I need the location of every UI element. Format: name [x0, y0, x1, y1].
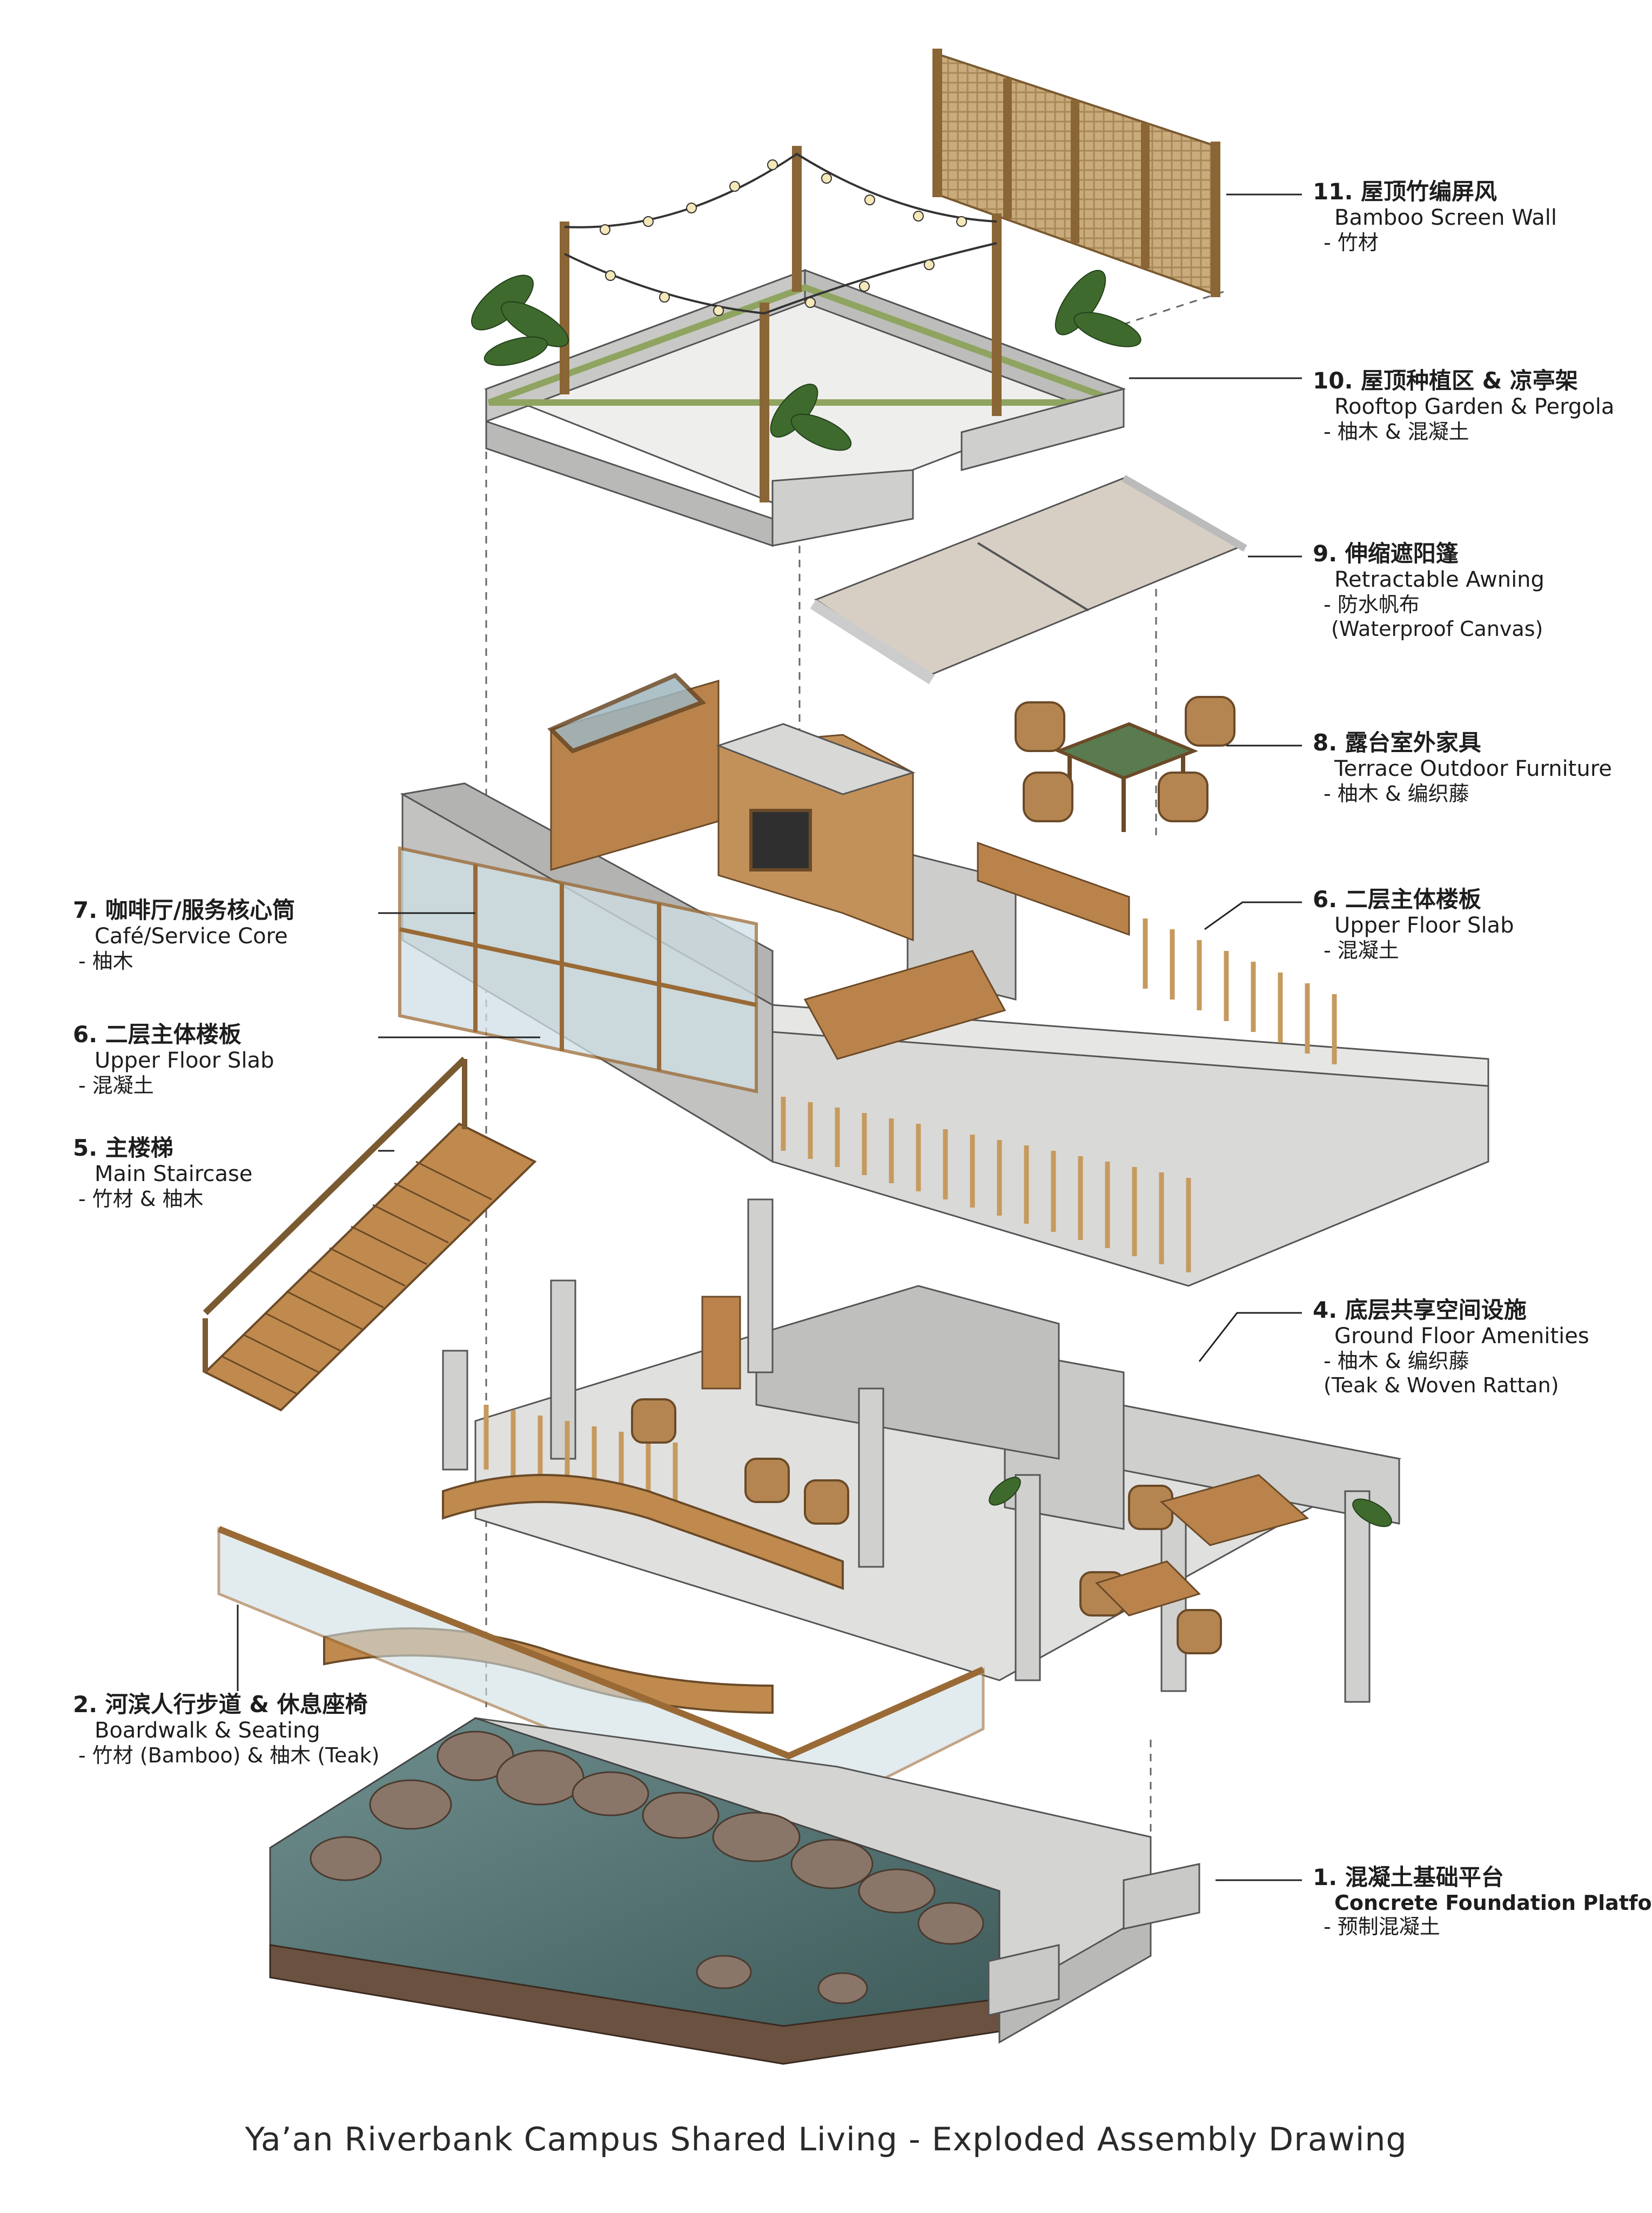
bamboo-screen-wall — [932, 49, 1220, 297]
label-main-staircase: 5. 主楼梯 Main Staircase - 竹材 & 柚木 — [73, 1135, 252, 1211]
label-zh: 6. 二层主体楼板 — [1313, 886, 1481, 913]
label-material-detail: (Waterproof Canvas) — [1331, 616, 1543, 641]
main-staircase — [203, 1056, 537, 1412]
retractable-awning — [810, 474, 1247, 685]
label-zh: 2. 河滨人行步道 & 休息座椅 — [73, 1691, 368, 1718]
concrete-foundation-platform — [269, 1717, 1200, 2065]
label-en: Boardwalk & Seating — [95, 1718, 320, 1743]
label-zh: 6. 二层主体楼板 — [73, 1021, 241, 1048]
label-material: - 竹材 (Bamboo) & 柚木 (Teak) — [78, 1743, 380, 1767]
label-en: Ground Floor Amenities — [1334, 1323, 1589, 1349]
label-en: Main Staircase — [95, 1161, 253, 1186]
terrace-outdoor-furniture — [1015, 696, 1235, 832]
label-zh: 5. 主楼梯 — [73, 1135, 173, 1161]
label-material: - 预制混凝土 — [1324, 1915, 1440, 1939]
label-terrace-outdoor-furniture: 8. 露台室外家具 Terrace Outdoor Furniture - 柚木… — [1313, 729, 1612, 806]
label-ground-floor-amenities: 4. 底层共享空间设施 Ground Floor Amenities - 柚木 … — [1313, 1297, 1589, 1397]
label-material: - 柚木 & 混凝土 — [1324, 419, 1469, 444]
label-upper-floor-slab-left: 6. 二层主体楼板 Upper Floor Slab - 混凝土 — [73, 1021, 274, 1098]
label-zh: 10. 屋顶种植区 & 凉亭架 — [1313, 367, 1578, 394]
label-upper-floor-slab-right: 6. 二层主体楼板 Upper Floor Slab - 混凝土 — [1313, 886, 1514, 963]
label-en: Retractable Awning — [1334, 567, 1544, 592]
label-boardwalk-seating: 2. 河滨人行步道 & 休息座椅 Boardwalk & Seating - 竹… — [73, 1691, 379, 1768]
label-material: - 柚木 — [78, 949, 133, 973]
label-material: - 柚木 & 编织藤 — [1324, 781, 1469, 806]
label-en: Upper Floor Slab — [95, 1048, 274, 1073]
leader-lines — [237, 193, 1302, 1881]
label-bamboo-screen-wall: 11. 屋顶竹编屏风 Bamboo Screen Wall - 竹材 — [1313, 178, 1557, 255]
label-concrete-foundation-platform: 1. 混凝土基础平台 Concrete Foundation Platform)… — [1313, 1864, 1652, 1939]
label-cafe-service-core: 7. 咖啡厅/服务核心筒 Café/Service Core - 柚木 — [73, 897, 295, 974]
label-material: - 竹材 — [1324, 230, 1379, 254]
drawing-caption: Ya’an Riverbank Campus Shared Living - E… — [245, 2121, 1407, 2158]
label-en: Concrete Foundation Platform) — [1334, 1890, 1652, 1915]
label-en: Bamboo Screen Wall — [1334, 205, 1557, 230]
boardwalk-seating — [217, 1474, 985, 1828]
label-en: Upper Floor Slab — [1334, 913, 1514, 938]
rooftop-garden-pergola — [471, 146, 1141, 547]
label-material: - 混凝土 — [78, 1073, 154, 1097]
label-material: - 柚木 & 编织藤 — [1324, 1349, 1469, 1373]
label-material-detail: (Teak & Woven Rattan) — [1324, 1373, 1559, 1397]
cafe-service-core — [398, 673, 916, 1094]
label-en: Terrace Outdoor Furniture — [1334, 756, 1612, 781]
label-zh: 4. 底层共享空间设施 — [1313, 1297, 1527, 1323]
label-en: Rooftop Garden & Pergola — [1334, 394, 1615, 419]
label-en: Café/Service Core — [95, 923, 288, 949]
label-zh: 1. 混凝土基础平台 — [1313, 1864, 1504, 1890]
label-zh: 11. 屋顶竹编屏风 — [1313, 178, 1497, 205]
label-material: - 防水帆布 — [1324, 592, 1420, 616]
label-material: - 竹材 & 柚木 — [78, 1186, 204, 1211]
label-zh: 8. 露台室外家具 — [1313, 729, 1481, 756]
label-retractable-awning: 9. 伸缩遮阳篷 Retractable Awning - 防水帆布 (Wate… — [1313, 540, 1544, 641]
label-zh: 9. 伸缩遮阳篷 — [1313, 540, 1459, 567]
label-zh: 7. 咖啡厅/服务核心筒 — [73, 897, 296, 923]
label-material: - 混凝土 — [1324, 938, 1399, 962]
ground-floor-amenities — [442, 1198, 1402, 1703]
label-rooftop-garden-pergola: 10. 屋顶种植区 & 凉亭架 Rooftop Garden & Pergola… — [1313, 367, 1614, 444]
